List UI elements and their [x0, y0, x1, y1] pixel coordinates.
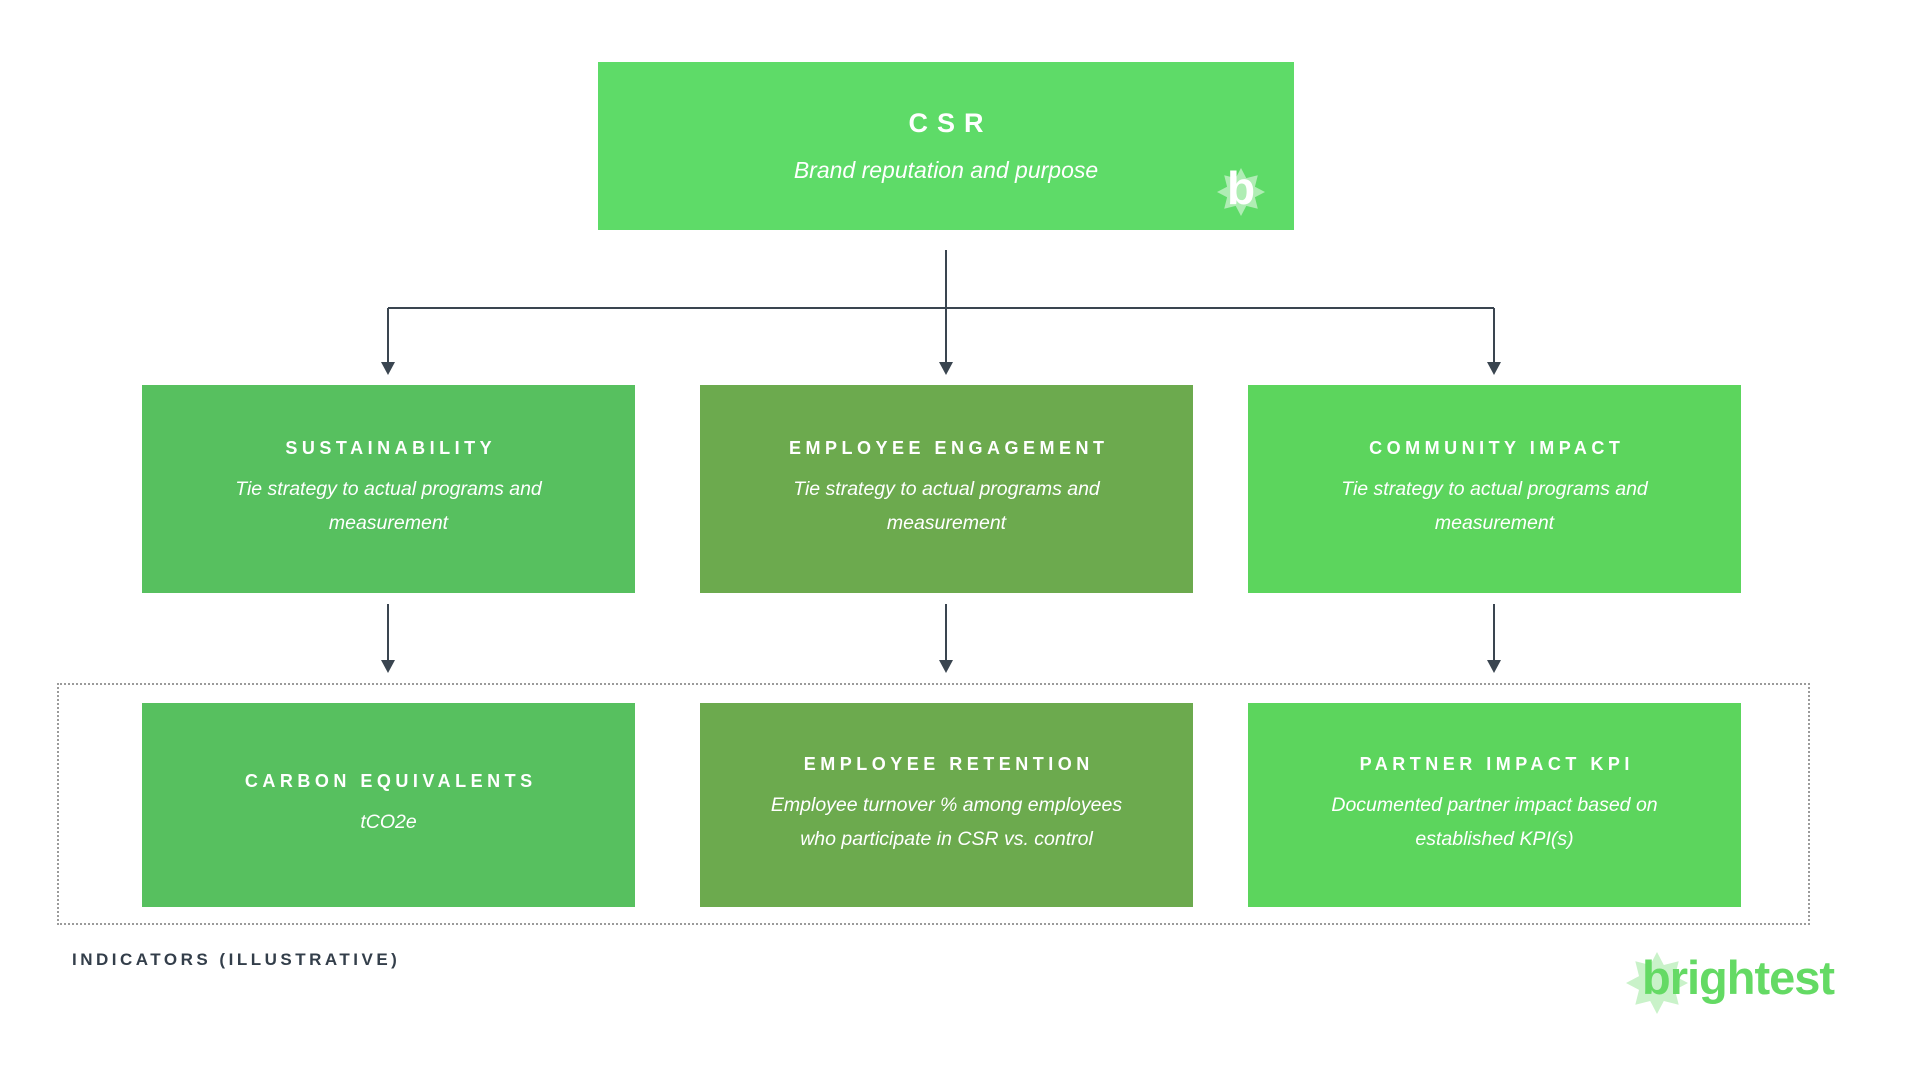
indicator-description: Documented partner impact based on estab… — [1331, 793, 1658, 850]
indicators-caption: INDICATORS (ILLUSTRATIVE) — [72, 950, 401, 969]
brightest-wordmark: brightest — [1642, 951, 1835, 1004]
arrowhead-down-icon — [381, 362, 395, 375]
starburst-icon — [1217, 168, 1265, 216]
pillar-title: COMMUNITY IMPACT — [1369, 437, 1625, 458]
pillar-box-employee-engagement: EMPLOYEE ENGAGEMENT Tie strategy to actu… — [700, 385, 1193, 593]
pillar-title: SUSTAINABILITY — [285, 437, 497, 458]
arrowhead-down-icon — [1487, 362, 1501, 375]
indicator-box-employee-retention: EMPLOYEE RETENTION Employee turnover % a… — [700, 703, 1193, 907]
arrowhead-down-icon — [939, 362, 953, 375]
indicator-box-partner-impact-kpi: PARTNER IMPACT KPI Documented partner im… — [1248, 703, 1741, 907]
arrowhead-down-icon — [381, 660, 395, 673]
arrowhead-down-icon — [939, 660, 953, 673]
pillar-box-sustainability: SUSTAINABILITY Tie strategy to actual pr… — [142, 385, 635, 593]
pillar-description: Tie strategy to actual programs and meas… — [793, 477, 1100, 534]
brightest-logo-mark-icon: b — [1214, 158, 1268, 218]
indicator-description: tCO2e — [360, 810, 417, 833]
csr-subtitle: Brand reputation and purpose — [793, 157, 1099, 183]
logo-b-glyph: b — [1226, 162, 1256, 214]
pillar-title: EMPLOYEE ENGAGEMENT — [788, 437, 1109, 458]
pillar-box-community-impact: COMMUNITY IMPACT Tie strategy to actual … — [1248, 385, 1741, 593]
arrowhead-down-icon — [1487, 660, 1501, 673]
starburst-icon — [1626, 952, 1688, 1014]
pillar-description: Tie strategy to actual programs and meas… — [235, 477, 542, 534]
csr-title: CSR — [908, 108, 993, 138]
indicator-title: CARBON EQUIVALENTS — [244, 770, 537, 791]
brightest-logo: brightest — [1626, 940, 1866, 1024]
indicators-dotted-frame — [57, 683, 1810, 925]
indicator-title: EMPLOYEE RETENTION — [803, 753, 1094, 774]
pillar-description: Tie strategy to actual programs and meas… — [1341, 477, 1648, 534]
csr-root-box: CSR Brand reputation and purpose b — [598, 62, 1294, 230]
indicator-title: PARTNER IMPACT KPI — [1359, 753, 1634, 774]
indicator-description: Employee turnover % among employees who … — [770, 793, 1123, 850]
indicator-box-carbon-equivalents: CARBON EQUIVALENTS tCO2e — [142, 703, 635, 907]
